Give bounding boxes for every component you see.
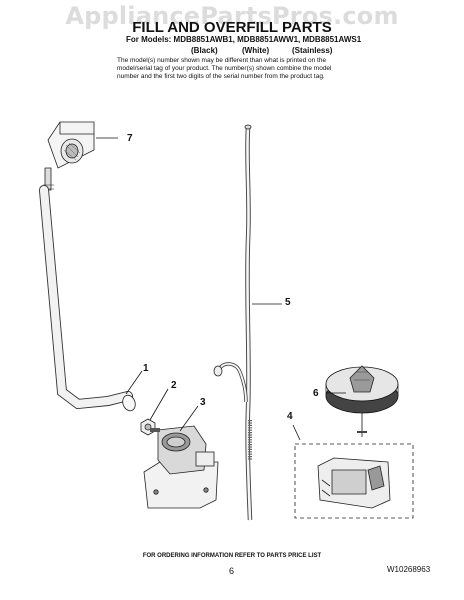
float-part-6 [325, 365, 399, 437]
page-number: 6 [229, 566, 235, 576]
watermark: AppliancePartsPros.com [65, 2, 399, 30]
callout-3: 3 [200, 397, 206, 408]
document-number: W10268963 [387, 565, 431, 574]
leader-lines [96, 137, 346, 441]
water-valve-part-3 [143, 425, 219, 509]
model-note: The model(s) number shown may be differe… [117, 57, 332, 80]
variant-black: (Black) [191, 46, 218, 55]
callout-7: 7 [127, 133, 133, 144]
callout-2: 2 [171, 380, 177, 391]
callout-6: 6 [313, 388, 319, 399]
variant-white: (White) [242, 46, 270, 55]
hose-part-5 [213, 124, 253, 521]
callout-5: 5 [285, 297, 291, 308]
variant-stainless: (Stainless) [292, 46, 333, 55]
ordering-note: FOR ORDERING INFORMATION REFER TO PARTS … [142, 553, 322, 559]
models-line: For Models: MDB8851AWB1, MDB8851AWW1, MD… [126, 35, 362, 44]
fill-funnel-part-7 [47, 121, 95, 169]
fill-tube-part-1 [39, 167, 136, 412]
nut-part-2 [140, 418, 156, 436]
callout-1: 1 [143, 363, 149, 374]
float-switch-part-4 [294, 443, 414, 519]
callout-4: 4 [287, 411, 293, 422]
page-title: FILL AND OVERFILL PARTS [132, 19, 332, 36]
